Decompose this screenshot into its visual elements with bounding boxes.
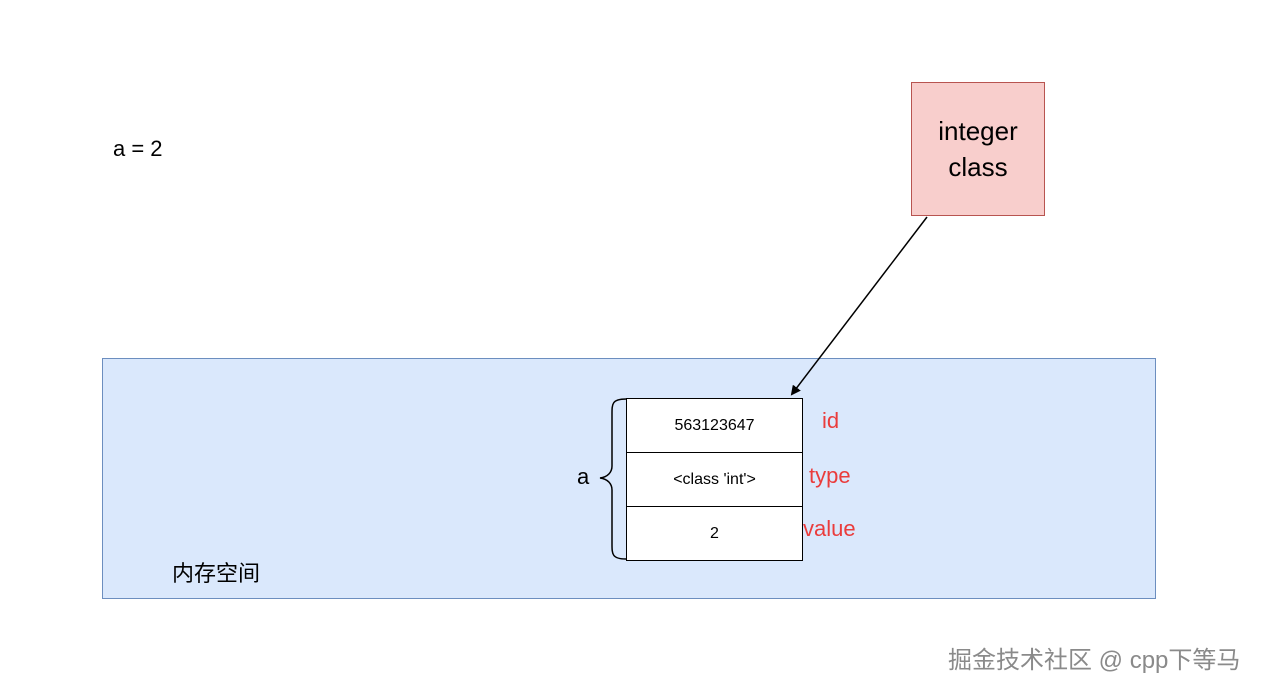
object-value-cell: 2 — [627, 506, 802, 560]
memory-space-label: 内存空间 — [172, 561, 261, 586]
variable-name-label: a — [577, 464, 590, 489]
field-label-type: type — [809, 463, 851, 488]
class-box-line1: integer — [938, 116, 1018, 146]
object-id-cell: 563123647 — [674, 416, 755, 434]
field-label-id: id — [822, 408, 840, 433]
class-box-line2: class — [948, 152, 1008, 182]
field-label-value: value — [803, 516, 856, 541]
watermark: 掘金技术社区 @ cpp下等马 — [948, 647, 1241, 674]
object-table: 563123647 <class 'int'> 2 — [626, 398, 803, 561]
object-type-cell: <class 'int'> — [627, 452, 802, 506]
code-statement: a = 2 — [113, 136, 163, 161]
integer-class-box: integer class — [911, 82, 1045, 216]
